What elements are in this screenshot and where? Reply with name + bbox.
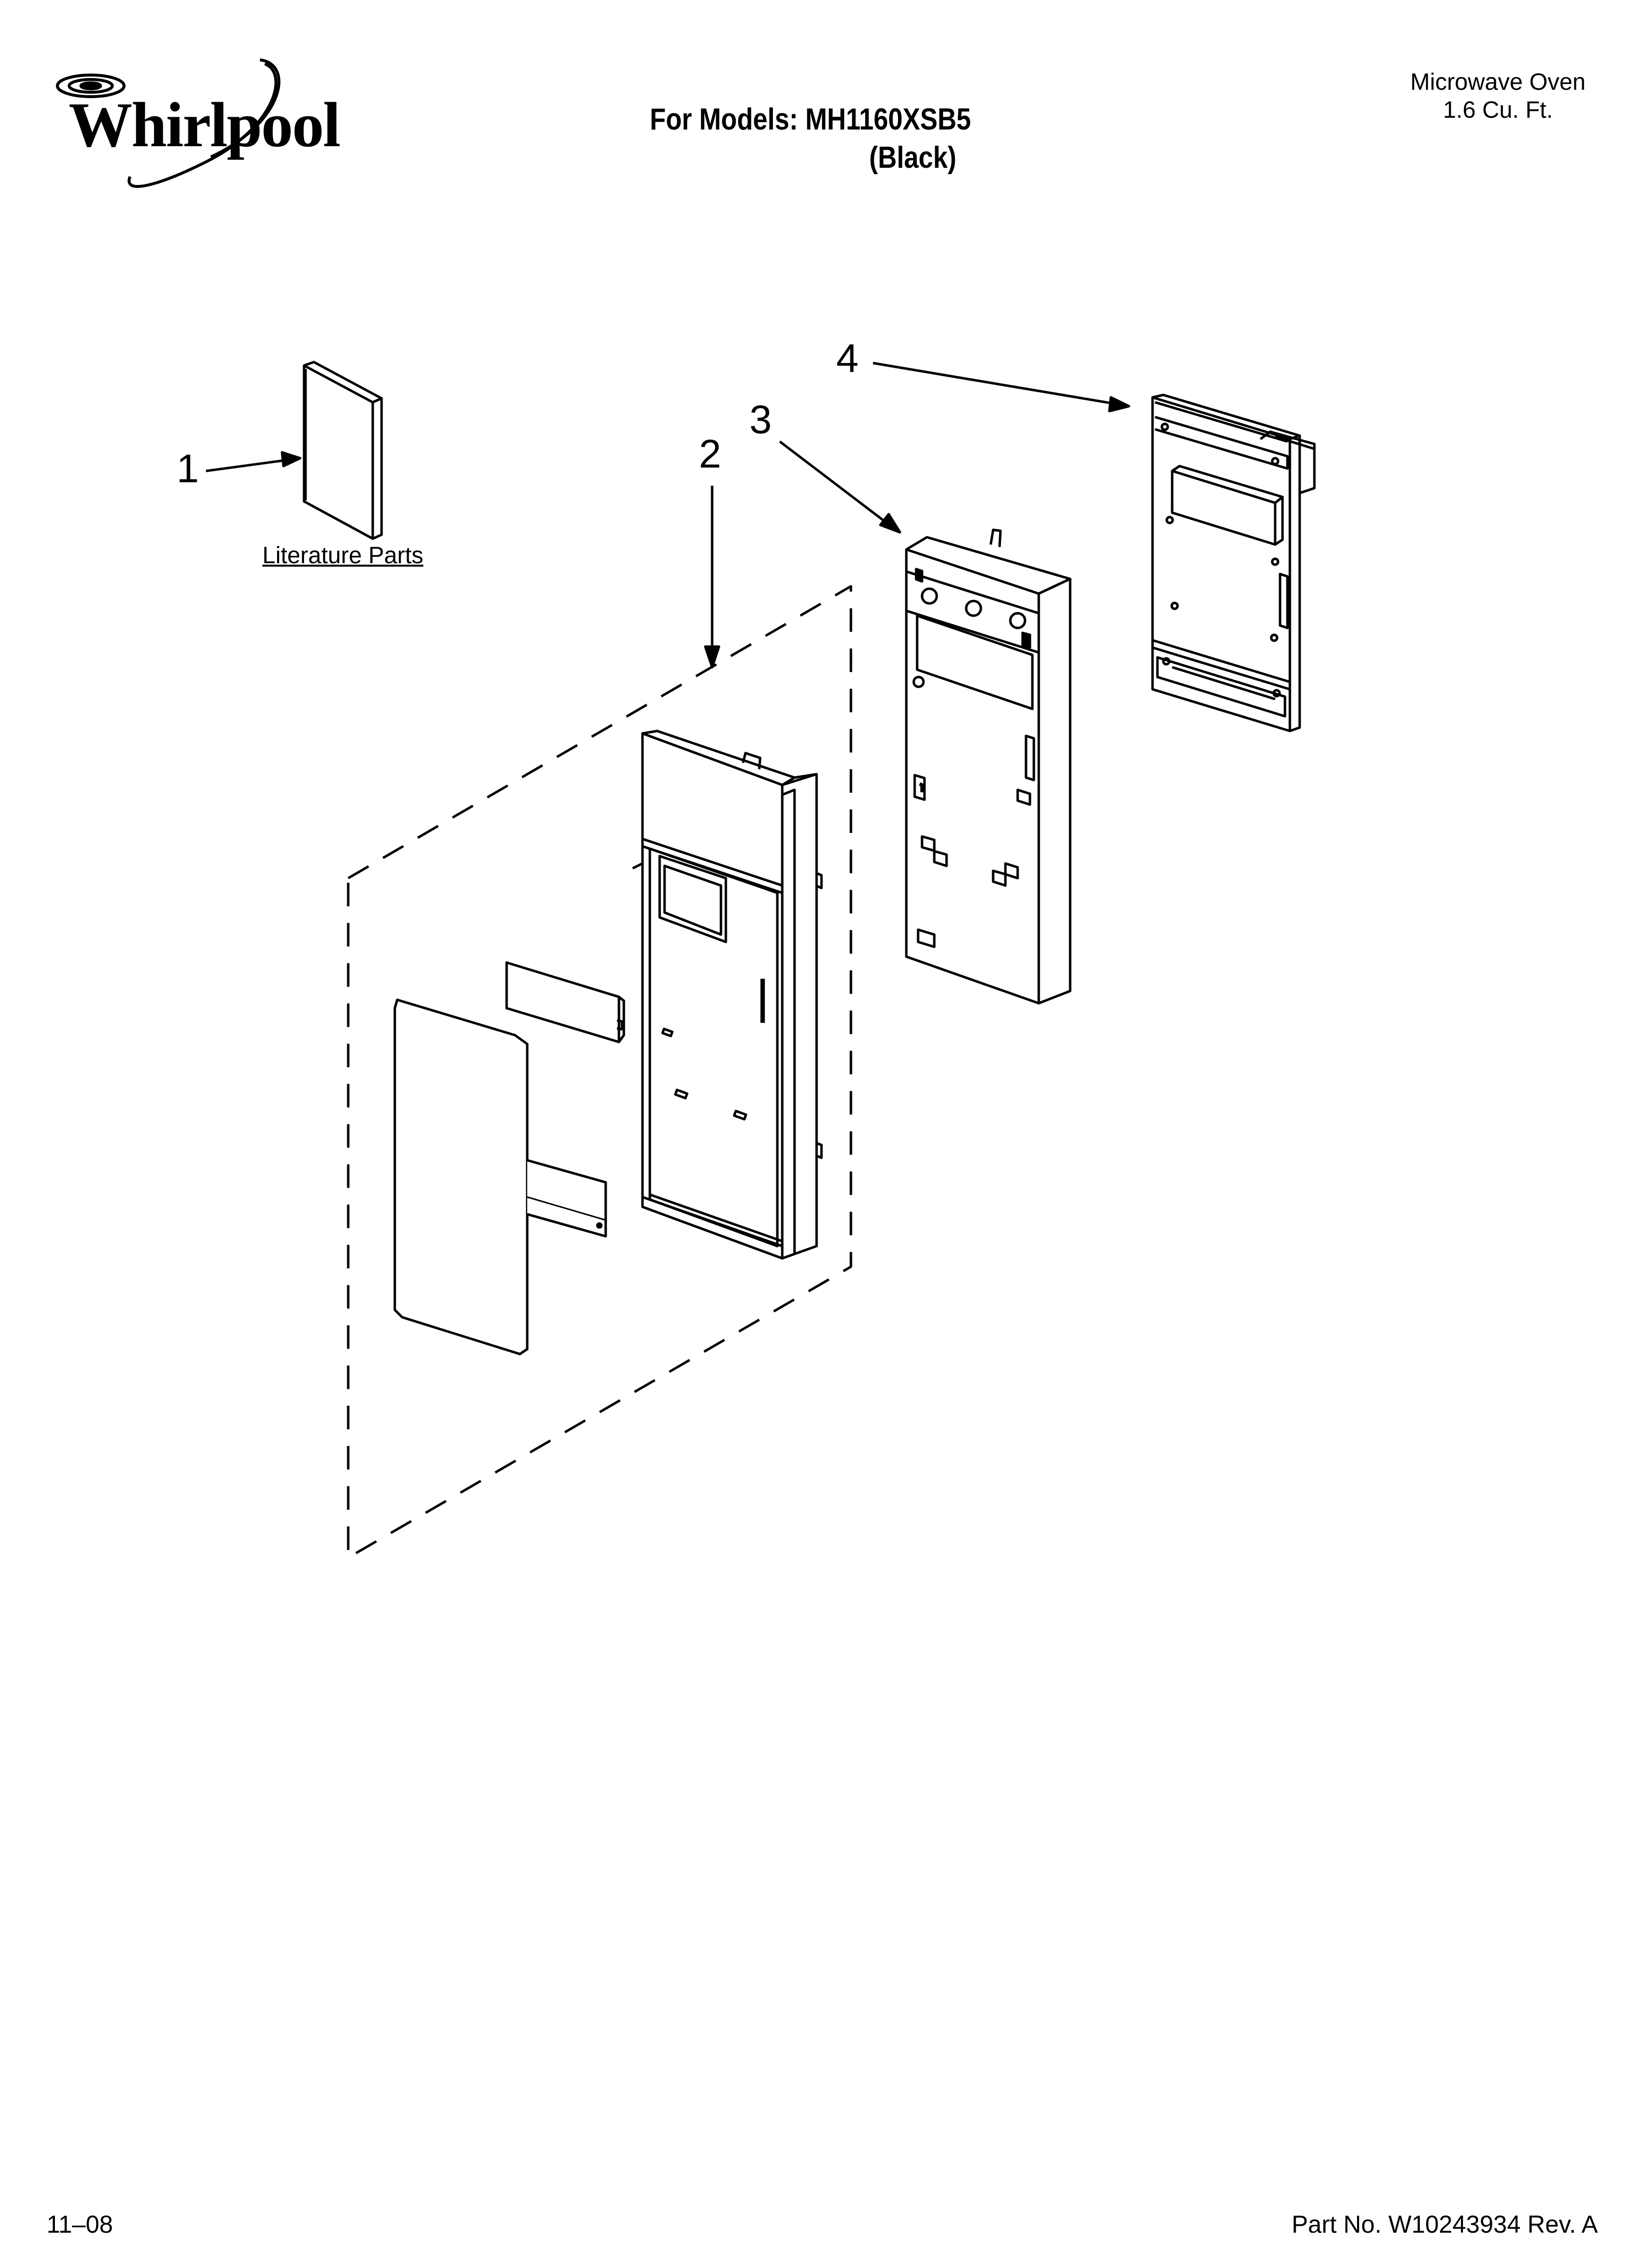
- brand-name: Whirlpool: [69, 90, 341, 160]
- callout-number-1: 1: [177, 446, 199, 491]
- part-2-control-panel: [632, 730, 823, 1260]
- revision-date: 11–08: [47, 2211, 113, 2238]
- callout-arrow-3: [779, 441, 901, 534]
- callout-arrow-2: [704, 486, 720, 669]
- color-line: (Black): [869, 140, 957, 175]
- product-info: Microwave Oven 1.6 Cu. Ft.: [1411, 69, 1586, 124]
- part-2-display-lens: [505, 961, 625, 1043]
- product-name: Microwave Oven: [1410, 69, 1586, 95]
- part-2-keypad-membrane: [393, 998, 529, 1356]
- callout-number-3: 3: [749, 397, 772, 442]
- product-capacity: 1.6 Cu. Ft.: [1443, 97, 1553, 123]
- part-2-flex-tail: [527, 1159, 607, 1238]
- callout-number-2: 2: [699, 432, 721, 476]
- callout-number-4: 4: [836, 336, 859, 381]
- part-number: Part No. W10243934 Rev. A: [1291, 2211, 1598, 2238]
- model-title: For Models: MH1160XSB5 (Black): [650, 101, 971, 177]
- models-line: For Models: MH1160XSB5: [650, 103, 971, 136]
- part-1-literature-booklet: [303, 361, 383, 540]
- callout-arrow-1: [205, 451, 302, 472]
- callout-arrow-4: [872, 362, 1130, 413]
- literature-parts-label: Literature Parts: [262, 543, 424, 569]
- part-3-control-frame: [905, 528, 1072, 1005]
- part-2-assembly-frame: [347, 585, 852, 1559]
- part-4-control-board: [1151, 393, 1316, 732]
